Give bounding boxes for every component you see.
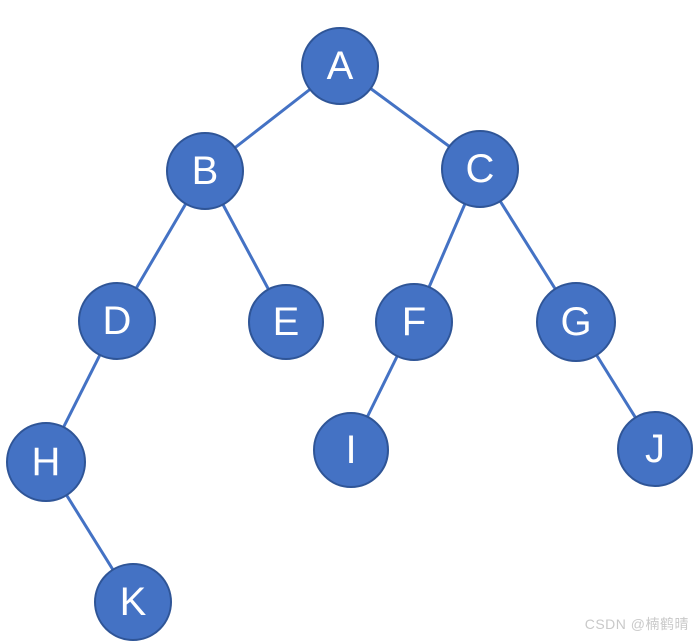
- tree-node-label-K: K: [120, 580, 147, 624]
- tree-node-label-B: B: [192, 149, 219, 193]
- tree-node-B: [166, 132, 244, 210]
- tree-node-label-D: D: [103, 299, 132, 343]
- tree-node-K: [94, 563, 172, 641]
- tree-node-F: [375, 283, 453, 361]
- tree-node-E: [248, 284, 324, 360]
- tree-node-label-E: E: [273, 300, 300, 344]
- tree-node-label-A: A: [327, 44, 354, 88]
- tree-node-label-G: G: [560, 300, 591, 344]
- tree-node-A: [301, 27, 379, 105]
- tree-node-label-F: F: [402, 300, 426, 344]
- tree-node-C: [441, 130, 519, 208]
- tree-node-label-H: H: [32, 440, 61, 484]
- tree-node-I: [313, 412, 389, 488]
- watermark: CSDN @楠鹤晴: [584, 616, 689, 632]
- tree-node-G: [536, 282, 616, 362]
- tree-node-label-I: I: [345, 428, 356, 472]
- tree-node-label-C: C: [466, 147, 495, 191]
- tree-node-label-J: J: [645, 427, 665, 471]
- tree-node-J: [617, 411, 693, 487]
- tree-node-D: [78, 282, 156, 360]
- tree-node-H: [6, 422, 86, 502]
